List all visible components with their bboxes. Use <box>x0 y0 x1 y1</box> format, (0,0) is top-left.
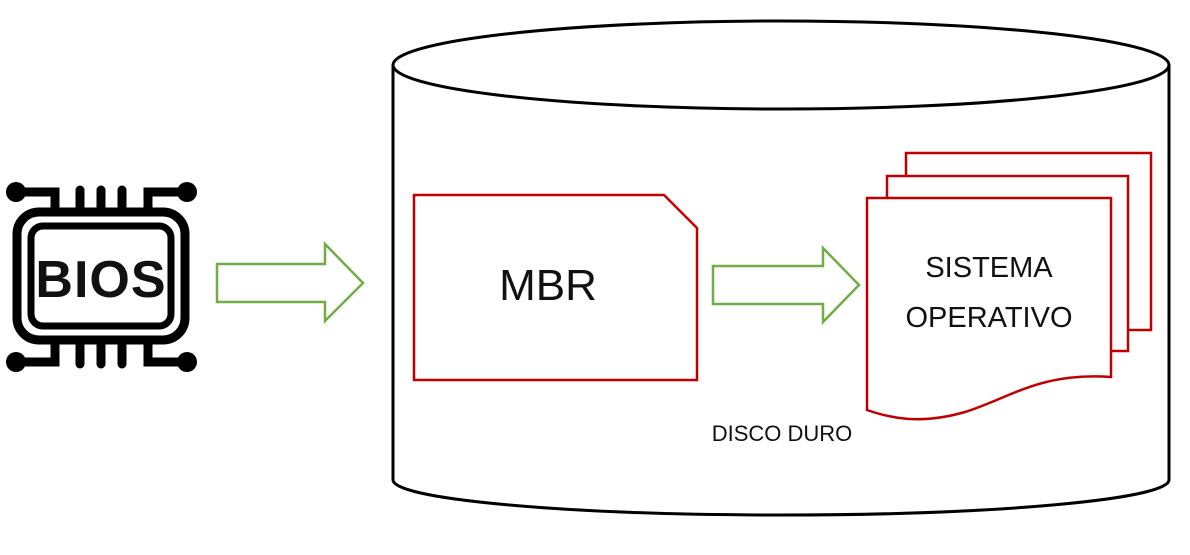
arrow-bios-to-mbr <box>215 240 365 325</box>
mbr-label: MBR <box>499 261 597 310</box>
arrow-mbr-to-os <box>711 244 861 326</box>
operating-system-documents <box>865 151 1153 421</box>
mbr-box <box>412 193 699 382</box>
chip-icon: BIOS <box>6 182 197 372</box>
disk-label: DISCO DURO <box>712 421 853 446</box>
bios-label: BIOS <box>35 251 166 309</box>
os-label-line2: OPERATIVO <box>905 302 1072 334</box>
os-label-line1: SISTEMA <box>925 252 1053 284</box>
